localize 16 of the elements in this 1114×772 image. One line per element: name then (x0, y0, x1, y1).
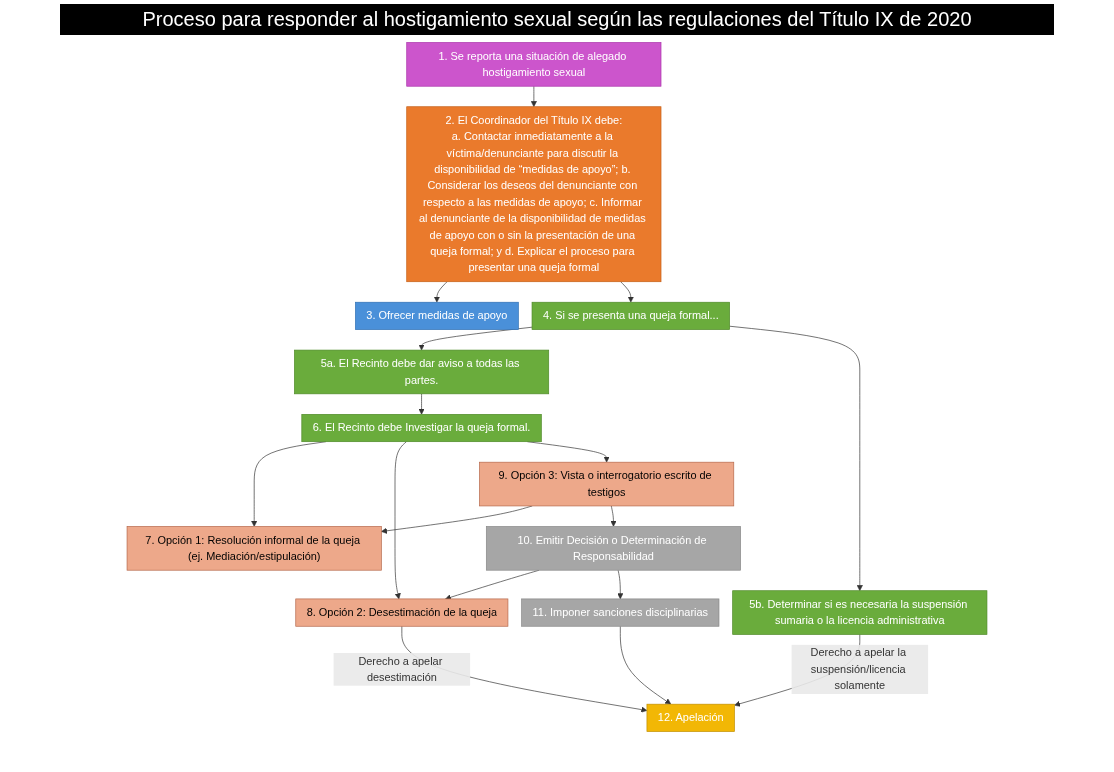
node-box: 3. Ofrecer medidas de apoyo (355, 301, 519, 330)
node-box: 10. Emitir Decisión o Determinación de Responsabilidad (485, 526, 741, 571)
node-box: 9. Opción 3: Vista o interrogatorio escrito de testigos (479, 461, 735, 507)
node-box: 5b. Determinar si es necesaria la suspensión sumaria o la licencia administrativa (732, 590, 988, 635)
node-box: 12. Apelación (646, 703, 735, 732)
node-box: 5a. El Recinto debe dar aviso a todas las partes. (294, 349, 550, 395)
node-box: 6. El Recinto debe Investigar la queja formal. (301, 414, 542, 443)
node-box: 2. El Coordinador del Título IX debe: a. Contactar inmediatamente a la víctima/denunciante para discutir la disponibilidad de “medidas de apoyo”; b. Considerar los deseos del denunciante con respecto a las medidas de apoyo; c. Informar al denunciante de la disponibilidad de medidas de apoyo con o sin la presentación de una queja formal; y d. Explicar el proceso para presentar una queja formal (406, 106, 662, 283)
edge-label: Derecho a apelar desestimación (358, 654, 443, 683)
title-banner: Proceso para responder al hostigamiento sexual según las regulaciones del Título IX de 2020 (60, 4, 1054, 35)
node-box: 4. Si se presenta una queja formal... (531, 301, 730, 330)
node-box: 8. Opción 2: Desestimación de la queja (295, 598, 509, 627)
node-box: 7. Opción 1: Resolución informal de la queja (ej. Mediación/estipulación) (126, 526, 382, 571)
node-box: 11. Imponer sanciones disciplinarias (521, 598, 720, 627)
edge-label: Derecho a apelar la suspensión/licencia solamente (810, 646, 907, 692)
node-box: 1. Se reporta una situación de alegado hostigamiento sexual (406, 42, 662, 87)
